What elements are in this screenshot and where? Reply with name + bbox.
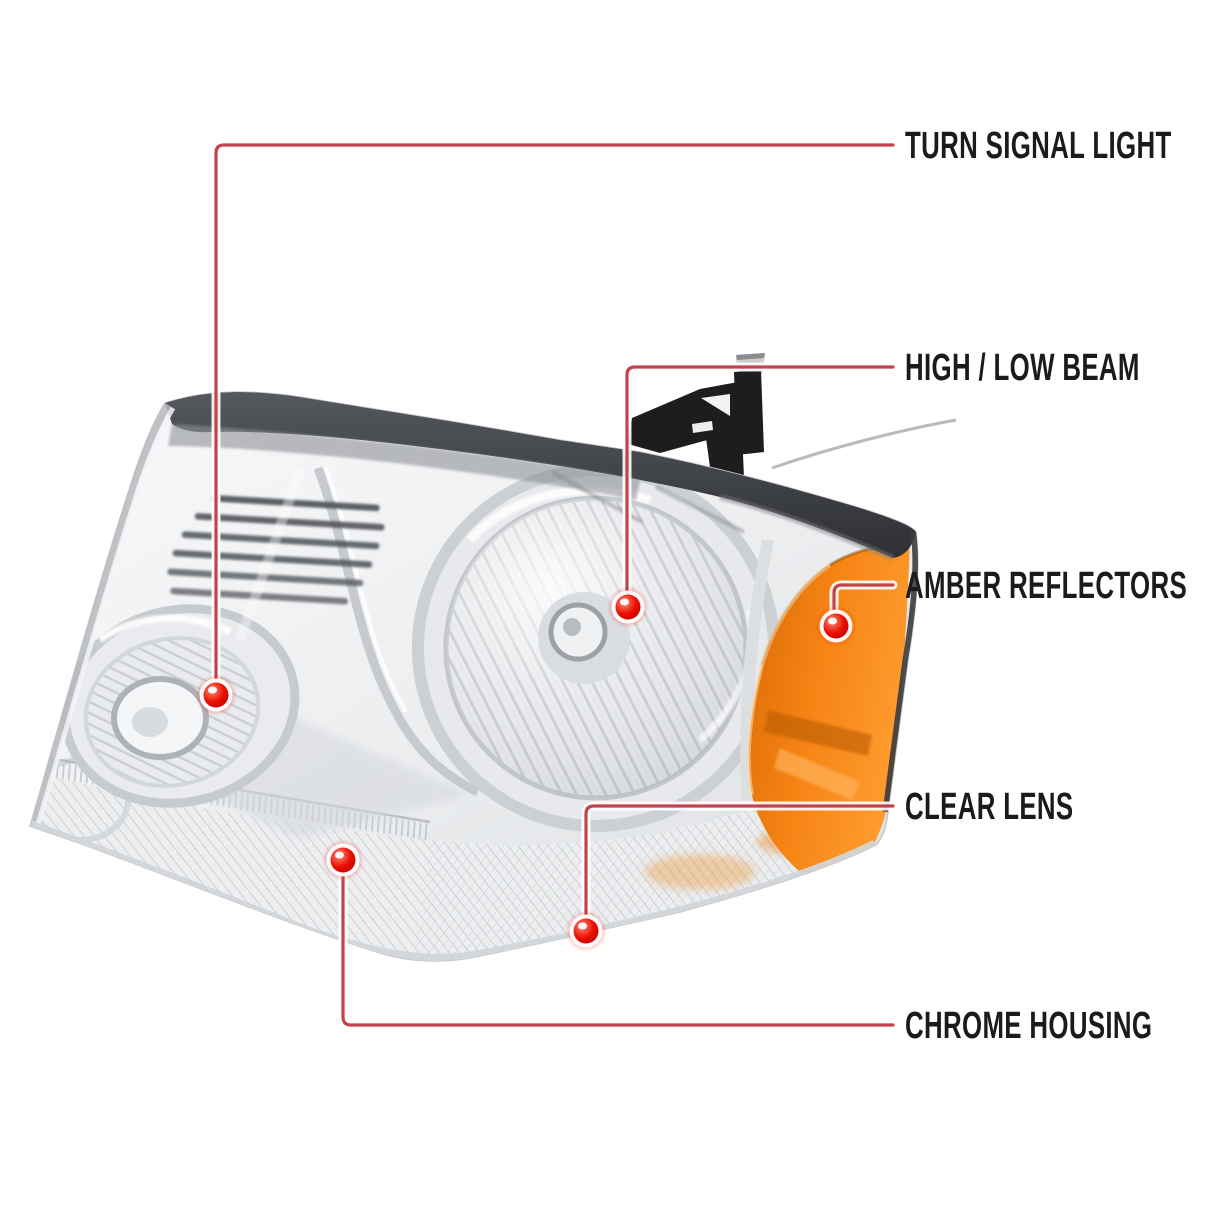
callout-line-turn-signal bbox=[214, 143, 895, 697]
callout-lines bbox=[211, 140, 898, 1030]
callout-label-turn-signal-light: TURN SIGNAL LIGHT bbox=[905, 124, 1172, 167]
callout-line-amber bbox=[832, 583, 895, 626]
bracket-cap-edge bbox=[736, 353, 765, 360]
callout-dot-clear-lens bbox=[565, 910, 607, 952]
callout-label-high-low-beam: HIGH / LOW BEAM bbox=[905, 346, 1140, 389]
bracket-arm-hole bbox=[701, 394, 730, 416]
callout-label-amber-reflectors: AMBER REFLECTORS bbox=[905, 564, 1188, 607]
callout-dot-turn-signal bbox=[195, 674, 237, 716]
bracket-arm-slot bbox=[692, 421, 713, 433]
callout-label-clear-lens: CLEAR LENS bbox=[905, 785, 1074, 828]
callout-dot-high-low bbox=[607, 586, 649, 628]
left-edge-band bbox=[30, 399, 172, 829]
callout-dot-chrome-housing bbox=[322, 839, 364, 881]
amber-divider bbox=[740, 538, 774, 801]
callout-dot-amber bbox=[815, 605, 857, 647]
callout-label-chrome-housing: CHROME HOUSING bbox=[905, 1004, 1153, 1047]
housing-second-band bbox=[168, 424, 640, 500]
turn-signal-lens bbox=[60, 604, 300, 808]
left-edge-highlight bbox=[35, 406, 176, 825]
callout-line-high-low bbox=[625, 365, 895, 609]
mounting-bracket bbox=[628, 353, 957, 482]
callout-dots bbox=[195, 586, 857, 952]
chrome-divider bbox=[313, 466, 480, 797]
amber-reflection-streak bbox=[645, 854, 755, 890]
amber-inner-bar bbox=[764, 710, 872, 756]
housing-top-band bbox=[165, 392, 916, 561]
callout-line-clear-lens bbox=[584, 804, 895, 933]
callout-line-chrome-housing bbox=[341, 858, 895, 1027]
amber-inner-highlight bbox=[774, 748, 860, 800]
bracket-wire bbox=[771, 418, 957, 470]
amber-reflector-shape bbox=[746, 538, 911, 881]
high-low-beam-lens bbox=[412, 464, 780, 832]
